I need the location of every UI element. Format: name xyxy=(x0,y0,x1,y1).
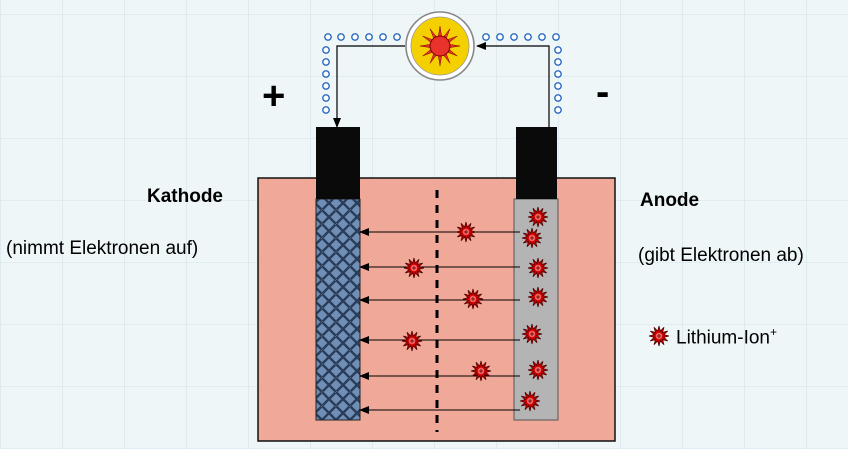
electron-icon xyxy=(554,58,562,66)
electron-icon xyxy=(554,94,562,102)
lithium-ion-icon xyxy=(527,286,549,308)
lithium-ion-icon xyxy=(527,359,549,381)
electron-icon xyxy=(552,33,560,41)
electron-icon xyxy=(379,33,387,41)
lithium-ion-icon xyxy=(455,221,477,243)
cathode-title: Kathode xyxy=(147,186,223,207)
plus-sign: + xyxy=(262,74,286,118)
anode-ions xyxy=(519,206,549,412)
lithium-ion-icon xyxy=(462,288,484,310)
electron-icon xyxy=(337,33,345,41)
electron-icon xyxy=(322,82,330,90)
electron-icon xyxy=(554,82,562,90)
legend-ion-icon xyxy=(648,325,670,347)
anode-description: (gibt Elektronen ab) xyxy=(638,245,804,266)
electron-flow xyxy=(322,33,562,114)
lamp-icon xyxy=(405,11,475,81)
legend-label: Lithium-Ion+ xyxy=(676,325,777,349)
ion-arrows xyxy=(359,228,520,414)
electron-icon xyxy=(538,33,546,41)
electron-icon xyxy=(524,33,532,41)
electron-icon xyxy=(496,33,504,41)
migrating-ions xyxy=(401,221,492,382)
electron-icon xyxy=(322,58,330,66)
electron-icon xyxy=(322,70,330,78)
electron-icon xyxy=(554,46,562,54)
cathode-description: (nimmt Elektronen auf) xyxy=(6,238,199,259)
lithium-ion-icon xyxy=(521,227,543,249)
electron-icon xyxy=(351,33,359,41)
anode-title: Anode xyxy=(640,190,700,211)
electron-icon xyxy=(554,106,562,114)
legend-superscript: + xyxy=(770,325,778,339)
electron-icon xyxy=(482,33,490,41)
electron-icon xyxy=(322,46,330,54)
minus-sign: - xyxy=(596,70,610,114)
electron-icon xyxy=(322,106,330,114)
lithium-ion-icon xyxy=(470,360,492,382)
external-circuit xyxy=(333,42,550,129)
lithium-ion-icon xyxy=(527,257,549,279)
lithium-ion-icon xyxy=(521,323,543,345)
legend-text: Lithium-Ion xyxy=(676,327,770,349)
electron-icon xyxy=(510,33,518,41)
electron-icon xyxy=(324,33,332,41)
cathode-electrode xyxy=(315,198,361,421)
lithium-ion-icon xyxy=(527,206,549,228)
anode-terminal xyxy=(516,127,557,199)
electron-icon xyxy=(322,94,330,102)
lithium-ion-icon xyxy=(519,390,541,412)
lithium-ion-icon xyxy=(401,330,423,352)
lithium-ion-icon xyxy=(403,257,425,279)
electron-icon xyxy=(365,33,373,41)
electron-icon xyxy=(554,70,562,78)
cathode-terminal xyxy=(316,127,360,199)
electron-icon xyxy=(393,33,401,41)
